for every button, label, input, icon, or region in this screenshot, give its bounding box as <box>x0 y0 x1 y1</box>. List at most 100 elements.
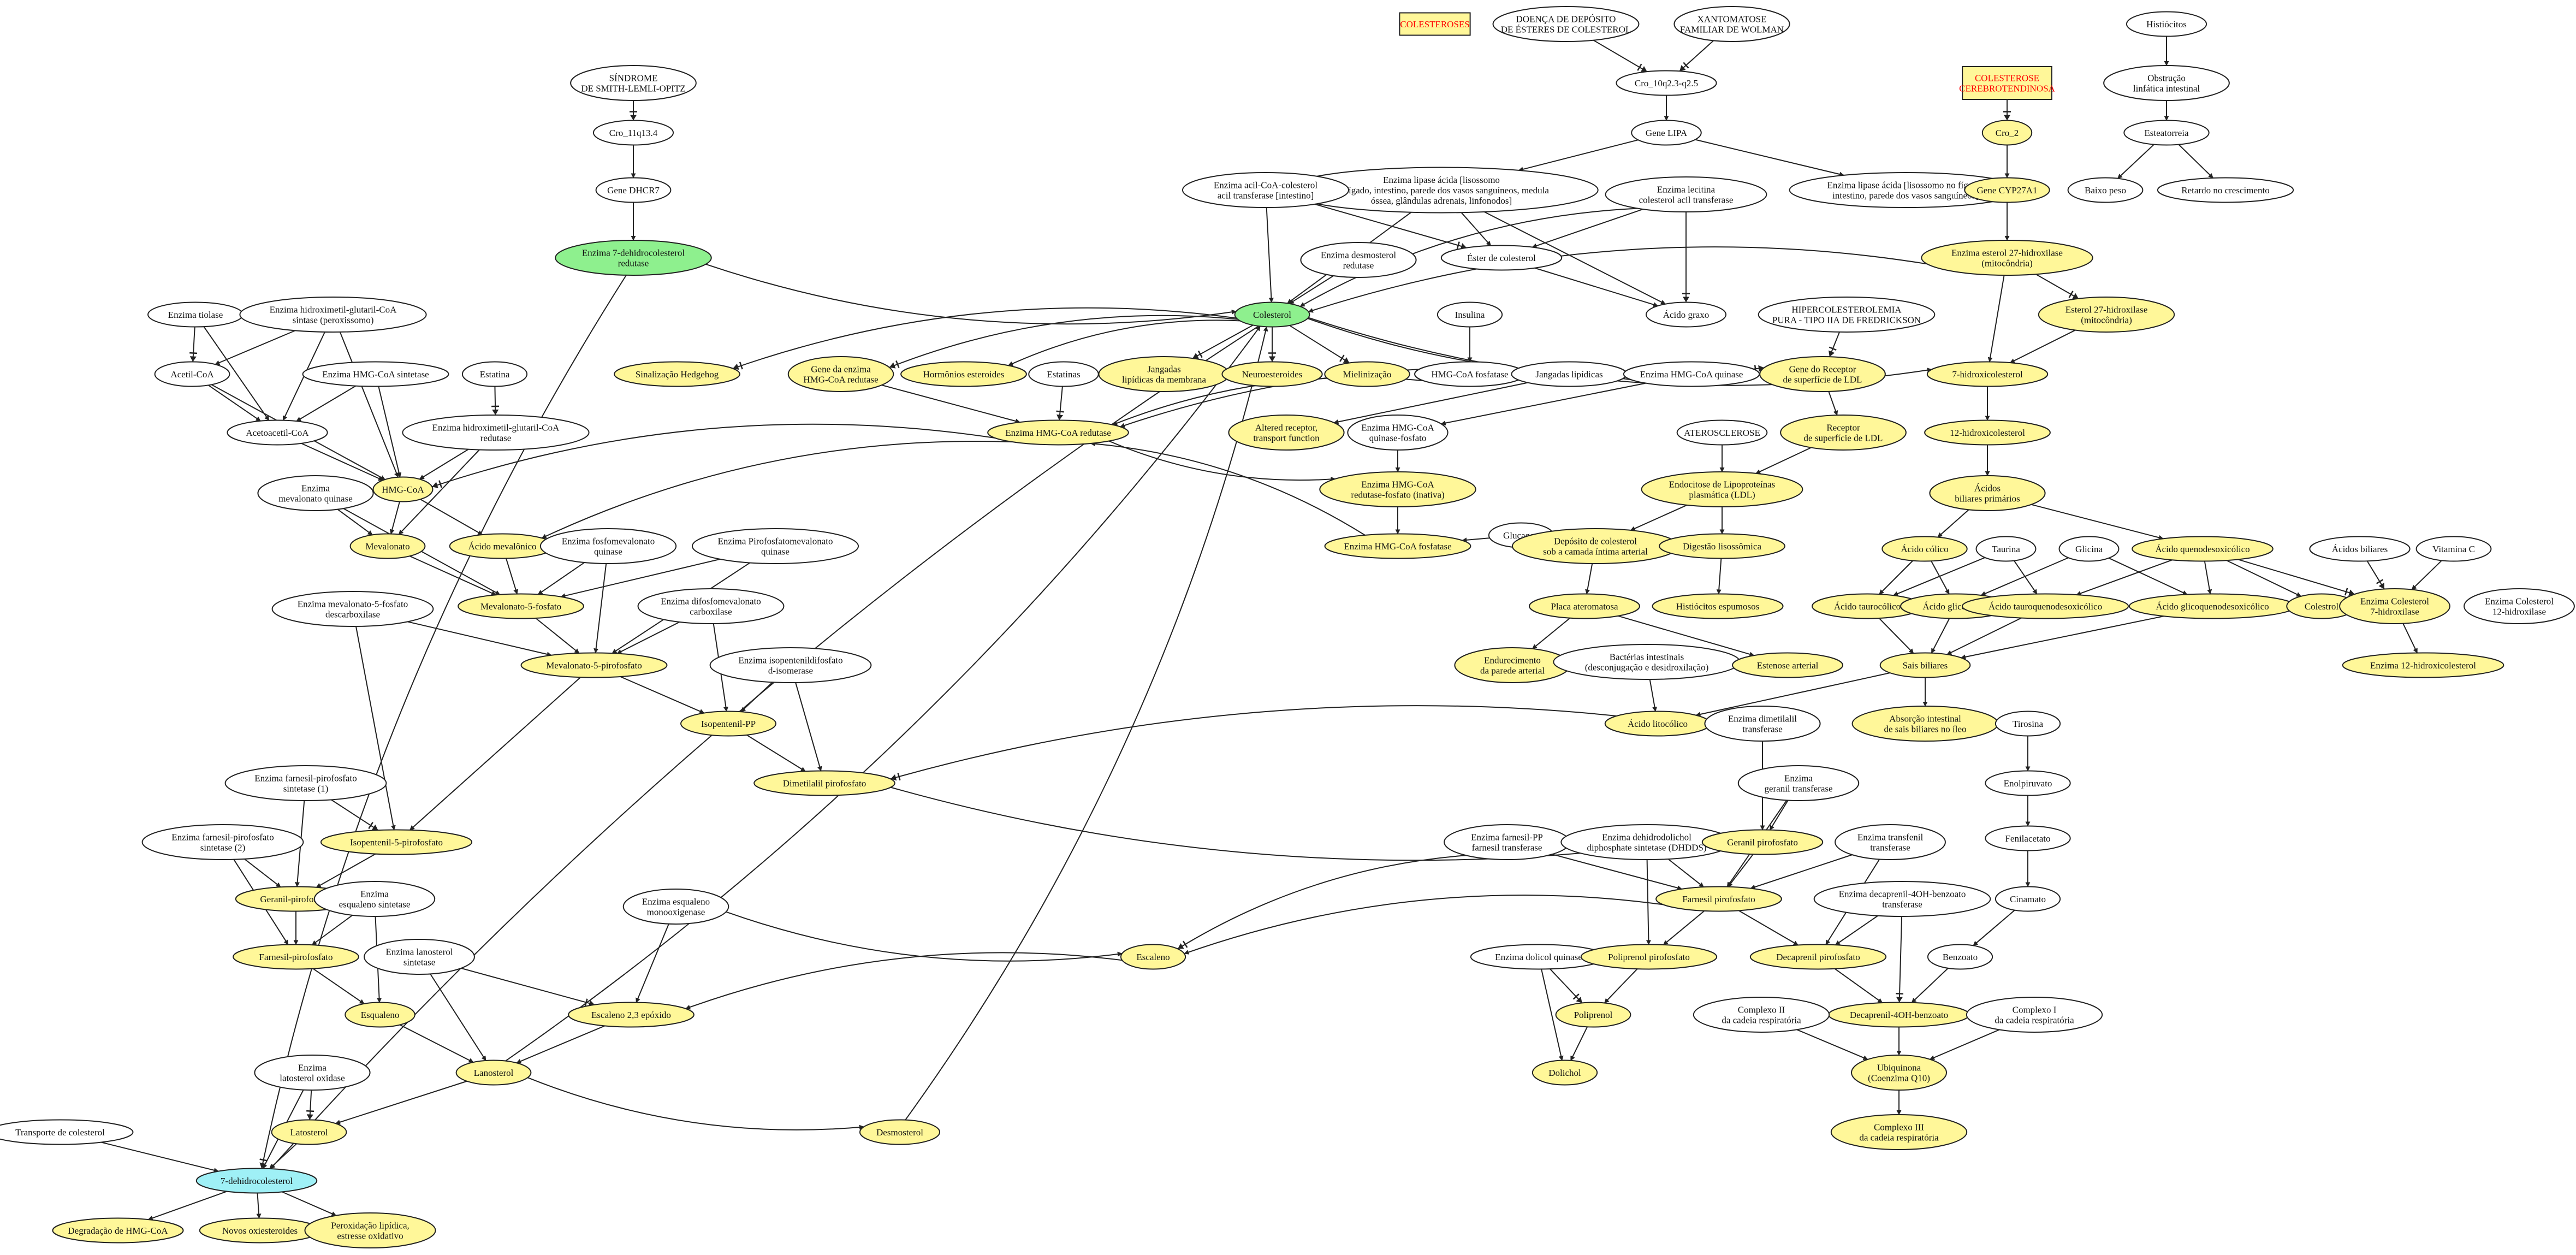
node-label-line: Mielinização <box>1343 369 1392 380</box>
node-label-line: Ácido mevalônico <box>468 541 536 552</box>
edge-hmg_red_enz-to-hmg_coa <box>419 448 469 480</box>
node-label-benzoato: Benzoato <box>1943 952 1978 962</box>
node-label-novos: Novos oxiesteroides <box>222 1226 298 1236</box>
node-label-line: da parede arterial <box>1480 666 1545 676</box>
edge-lanosterol_sint-to-escaleno23 <box>461 967 595 1007</box>
node-label-line: Enzima hidroximetil-glutaril-CoA <box>432 423 560 433</box>
edge-mev5pp-to-isopentenil_pp <box>620 676 705 714</box>
node-label-line: HIPERCOLESTEROLEMIA <box>1791 305 1902 315</box>
node-taurina: Taurina <box>1975 536 2037 562</box>
node-label-line: Enzima 7-dehidrocolesterol <box>582 248 685 258</box>
node-label-line: Estatinas <box>1047 369 1080 380</box>
node-label-line: Neuroesteroides <box>1242 369 1302 380</box>
node-shape-acidos_biliares_prim <box>1929 475 2046 511</box>
node-label-line: Cro_2 <box>1996 128 2019 138</box>
node-label-line: Isopentenil-PP <box>701 719 756 729</box>
edge-hmg_coa-to-mevalonato <box>389 501 400 535</box>
node-label-farnesil_pp2: Farnesil pirofosfato <box>1682 894 1755 904</box>
edge-farnesil_pp2-to-decaprenil_pp <box>1738 910 1799 946</box>
edge-transporte-to-dhc7 <box>100 1141 219 1173</box>
edge-endocitose-to-deposito <box>1630 504 1688 531</box>
node-label-line: Latosterol <box>290 1127 328 1138</box>
node-colestrol: Colestrol <box>2286 593 2357 619</box>
node-label-line: transferase <box>1870 843 1910 853</box>
node-label-esqualeno: Esqualeno <box>361 1010 400 1020</box>
edge-transfenil-to-farnesil_pp2 <box>1750 854 1853 890</box>
node-label-line: Ácido tauroquenodesoxicólico <box>1989 601 2102 612</box>
node-cro2: Cro_2 <box>1981 120 2033 146</box>
node-altered: Altered receptor,transport function <box>1228 415 1345 451</box>
node-shape-poliprenol <box>1555 1002 1631 1028</box>
node-shape-fosfomev_quinase <box>539 528 677 564</box>
edge-xantomatose-to-cro10 <box>1679 40 1714 72</box>
node-shape-acido_colico <box>1881 536 1968 562</box>
node-label-line: da cadeia respiratória <box>1995 1015 2074 1026</box>
edge-glicocolico-to-sais_biliares <box>1931 618 1950 654</box>
node-label-line: sintetase <box>403 957 436 968</box>
node-label-line: redutase <box>480 433 512 443</box>
node-shape-esteatorreia <box>2123 120 2210 146</box>
node-label-line: Enzima esterol 27-hidroxilase <box>1951 248 2063 258</box>
node-label-line: Bactérias intestinais <box>1610 652 1684 662</box>
edge-ester-to-acido_graxo <box>1534 267 1659 307</box>
node-label-tiolase: Enzima tiolase <box>168 310 223 320</box>
edge-gene_hmg-to-hmg_red <box>881 384 1020 424</box>
node-acidos_biliares: Ácidos biliares <box>2309 536 2411 562</box>
edge-hmg_red-to-acido_mev <box>541 440 1013 539</box>
node-label-line: Enzima decaprenil-4OH-benzoato <box>1839 889 1966 899</box>
node-label-line: Endurecimento <box>1484 655 1541 666</box>
node-label-poliprenol: Poliprenol <box>1574 1010 1613 1020</box>
node-label-line: esqualeno sintetase <box>339 899 411 910</box>
node-shape-gene_hmg <box>787 356 894 392</box>
node-shape-complexo1 <box>1966 997 2103 1033</box>
node-label-latosterol: Latosterol <box>290 1127 328 1138</box>
node-acido_mev: Ácido mevalônico <box>449 533 556 559</box>
edge-esteatorreia-to-baixo_peso <box>2117 144 2154 179</box>
node-label-line: Enzima isopentenildifosfato <box>738 655 842 666</box>
node-dimetilalil_pp: Dimetilalil pirofosfato <box>753 770 895 796</box>
node-shape-hmg_fosf_enz <box>1324 533 1471 559</box>
node-label-acido_mev: Ácido mevalônico <box>468 541 536 552</box>
node-label-line: geranil transferase <box>1764 784 1832 794</box>
node-label-line: SÍNDROME <box>609 73 658 84</box>
node-label-dhc7: 7-dehidrocolesterol <box>221 1176 293 1186</box>
node-shape-hidroxi7 <box>1926 361 2049 387</box>
node-sais_biliares: Sais biliares <box>1879 652 1971 678</box>
node-label-line: Altered receptor, <box>1255 423 1317 433</box>
edge-esqualeno_mono-to-escaleno <box>726 911 1123 962</box>
node-shape-pirofosfomev_quinase <box>691 528 859 564</box>
node-shape-dhc7 <box>195 1168 318 1194</box>
node-shape-transporte <box>0 1119 134 1145</box>
edge-tiolase-to-acetil <box>189 327 198 362</box>
edge-placa-to-estenose <box>1618 615 1755 657</box>
node-hidroxi12: 12-hidroxicolesterol <box>1924 419 2051 446</box>
node-shape-benzoato <box>1927 944 1993 970</box>
edge-lipase_acida_1-to-acido_graxo <box>1483 211 1666 305</box>
node-label-line: Digestão lisossômica <box>1683 541 1761 552</box>
node-shape-aterosclerose <box>1676 419 1768 446</box>
node-latosterol: Latosterol <box>271 1119 347 1145</box>
edge-acat-to-ester <box>1314 203 1467 250</box>
node-gene_lipa: Gene LIPA <box>1631 120 1702 146</box>
node-shape-dhcr7 <box>595 177 672 203</box>
node-label-ubiquinona: Ubiquinona(Coenzima Q10) <box>1868 1063 1930 1084</box>
node-shape-tirosina <box>1995 711 2061 737</box>
node-label-mev5f: Mevalonato-5-fosfato <box>480 601 561 612</box>
